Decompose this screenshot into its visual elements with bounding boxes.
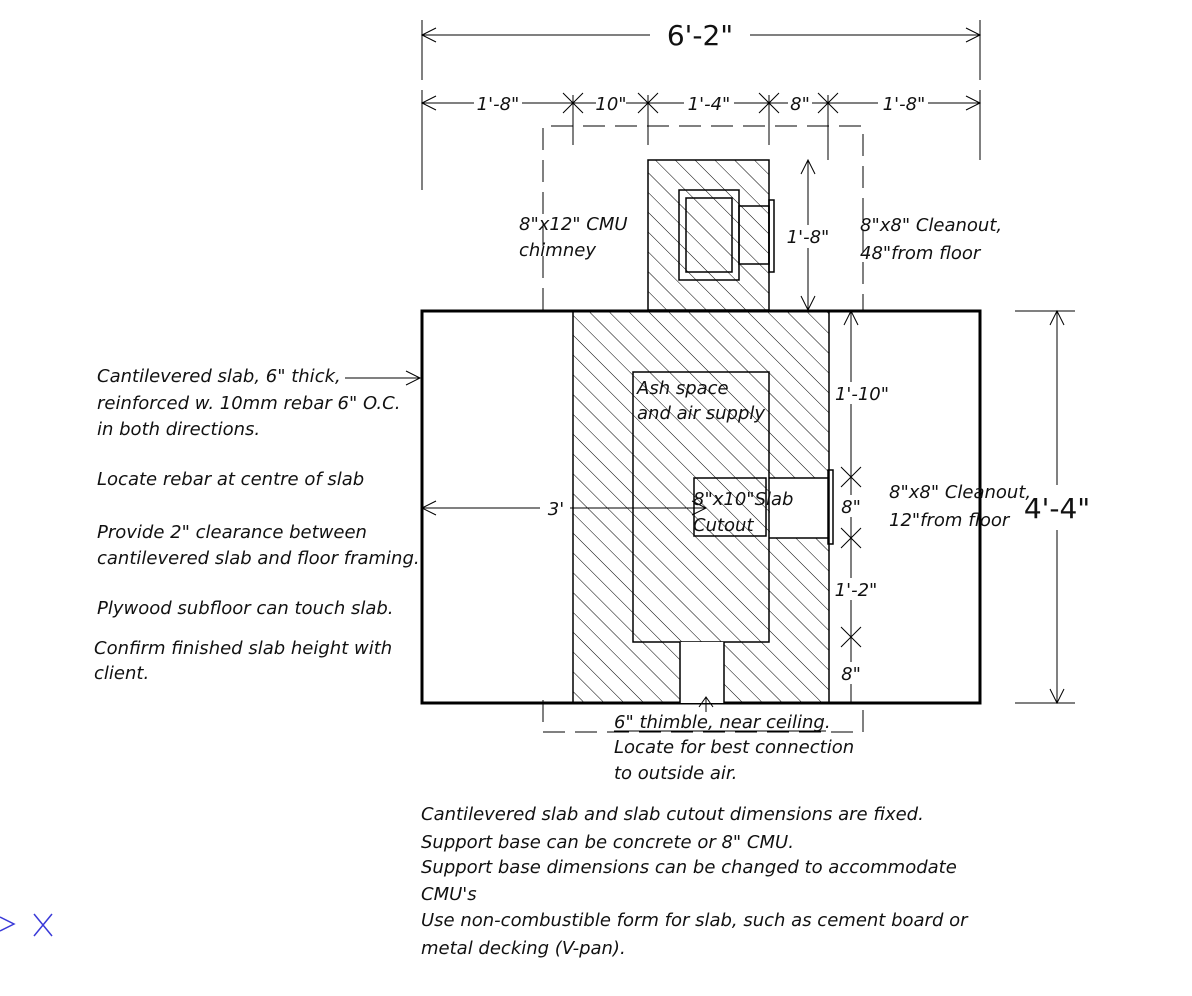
thimble-label-1: 6" thimble, near ceiling. xyxy=(614,712,831,733)
thimble-label-3: to outside air. xyxy=(614,763,737,784)
ash-space-label-2: and air supply xyxy=(637,403,765,424)
thimble-leader xyxy=(614,696,826,732)
note-left-6: cantilevered slab and floor framing. xyxy=(97,548,420,569)
seg1-label: 1'-8" xyxy=(477,94,520,115)
note-bottom-6: metal decking (V-pan). xyxy=(421,938,626,959)
notes-left: Cantilevered slab, 6" thick, reinforced … xyxy=(94,366,420,684)
seg2-label: 10" xyxy=(595,94,626,115)
cleanout-side-label-1: 8"x8" Cleanout, xyxy=(889,482,1031,503)
note-left-8: Confirm finished slab height with xyxy=(94,638,392,659)
overall-depth-label: 4'-4" xyxy=(1024,492,1090,525)
note-left-1: Cantilevered slab, 6" thick, xyxy=(97,366,341,387)
note-bottom-5: Use non-combustible form for slab, such … xyxy=(421,910,969,931)
masonry-base xyxy=(572,310,834,704)
cleanout-top-label-2: 48"from floor xyxy=(860,243,982,264)
slab-cutout xyxy=(693,477,767,537)
right2-label: 8" xyxy=(841,497,861,518)
ucs-icon xyxy=(0,913,53,937)
note-left-7: Plywood subfloor can touch slab. xyxy=(97,598,394,619)
seg4-label: 8" xyxy=(790,94,810,115)
right1-label: 1'-10" xyxy=(835,384,889,405)
cleanout-top-label-1: 8"x8" Cleanout, xyxy=(860,215,1002,236)
note-left-3: in both directions. xyxy=(97,419,260,440)
slab-cutout-label-1: 8"x10"Slab xyxy=(693,489,793,510)
note-left-9: client. xyxy=(94,663,149,684)
slab-note-leader xyxy=(345,370,422,386)
dimension-overall-depth: 4'-4" xyxy=(1015,309,1090,705)
right4-label: 8" xyxy=(841,664,861,685)
note-bottom-1: Cantilevered slab and slab cutout dimens… xyxy=(421,804,924,825)
chimney-height-label: 1'-8" xyxy=(787,227,830,248)
note-left-5: Provide 2" clearance between xyxy=(97,522,367,543)
chimney-label-1: 8"x12" CMU xyxy=(519,214,628,235)
dimension-segments: 1'-8" 10" 1'-4" 8" 1'-8" xyxy=(420,90,982,190)
note-bottom-3: Support base dimensions can be changed t… xyxy=(421,857,957,878)
chimney xyxy=(647,159,775,311)
ash-space-label-1: Ash space xyxy=(636,378,729,399)
support-base-outline xyxy=(542,125,864,733)
cleanout-side-label-2: 12"from floor xyxy=(889,510,1011,531)
seg3-label: 1'-4" xyxy=(688,94,731,115)
overall-width-label: 6'-2" xyxy=(667,19,733,52)
dimension-chimney-height: 1'-8" xyxy=(787,158,830,312)
note-left-2: reinforced w. 10mm rebar 6" O.C. xyxy=(97,393,400,414)
note-left-4: Locate rebar at centre of slab xyxy=(97,469,364,490)
dimension-overall-width: 6'-2" xyxy=(420,19,982,80)
thimble-label-2: Locate for best connection xyxy=(614,737,854,758)
notes-bottom: Cantilevered slab and slab cutout dimens… xyxy=(421,804,969,959)
note-bottom-4: CMU's xyxy=(421,884,477,905)
slab-cutout-label-2: Cutout xyxy=(693,515,754,536)
note-bottom-2: Support base can be concrete or 8" CMU. xyxy=(421,832,794,853)
to-cutout-label: 3' xyxy=(548,499,564,520)
seg5-label: 1'-8" xyxy=(883,94,926,115)
dimension-to-cutout: 3' xyxy=(420,499,708,520)
chimney-label-2: chimney xyxy=(519,240,596,261)
dimension-right-stack: 1'-10" 8" 1'-2" 8" xyxy=(832,309,889,704)
right3-label: 1'-2" xyxy=(835,580,878,601)
